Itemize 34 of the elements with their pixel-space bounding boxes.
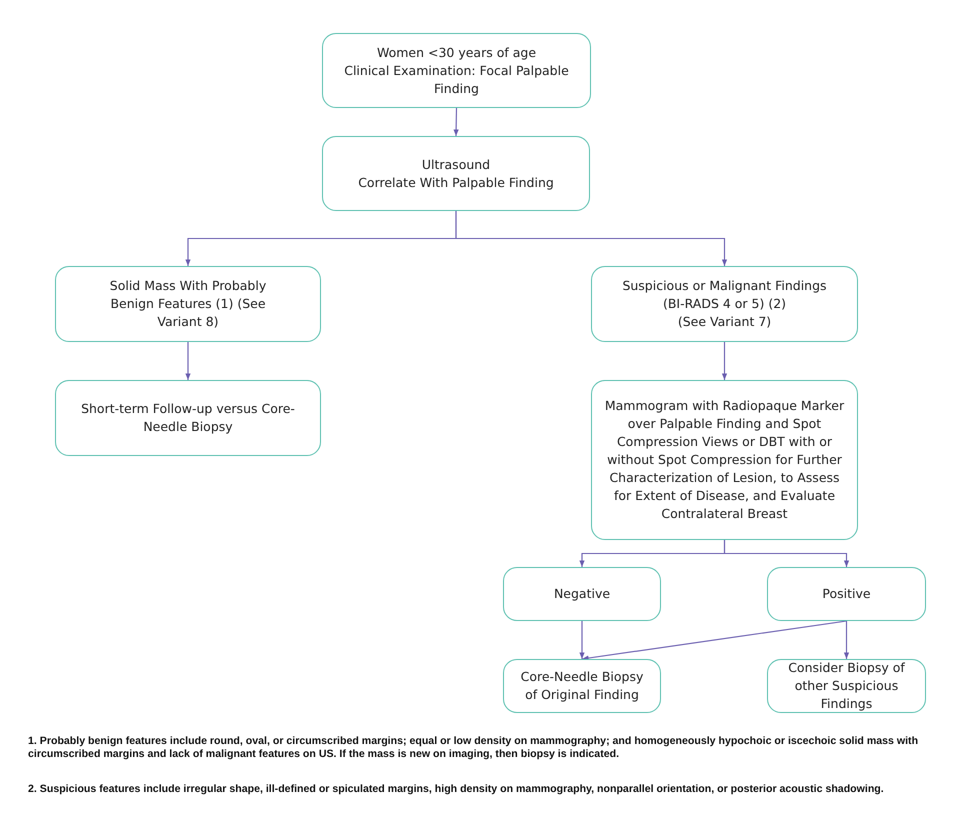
process-box (767, 659, 926, 713)
process-box (591, 266, 858, 342)
process-box (503, 659, 661, 713)
footnote: 1. Probably benign features include round, oval, or circumscribed margins; equal or low density on mammography; and homogeneously hypochoic or iscechoic solid mass with circumscribed margins and lack of malignant features on US. If the mass is new on imaging, then biopsy is indicated. (28, 735, 920, 761)
box-text: Negative (554, 585, 610, 603)
footnote: 2. Suspicious features include irregular shape, ill-defined or spiculated margins, high density on mammography, nonparallel orientation, or posterior acoustic shadowing. (28, 783, 885, 796)
arrow (582, 620, 847, 661)
box-text: Core-Needle Biopsy of Original Finding (520, 668, 644, 704)
process-box (322, 33, 591, 108)
process-box (322, 136, 590, 211)
box-text: Positive (822, 585, 871, 603)
process-box (591, 380, 858, 540)
box-text: (BI-RADS 4 or 5) (2) (662, 295, 786, 313)
box-text: Clinical Examination: Focal Palpable Finding (343, 62, 570, 98)
box-text: Ultrasound (422, 156, 490, 174)
arrow (455, 211, 728, 266)
process-box (503, 567, 661, 621)
box-text: Short-term Follow-up versus Core-Needle Biopsy (80, 400, 296, 436)
box-text: Consider Biopsy of other Suspicious Findings (787, 659, 906, 713)
box-text: Correlate With Palpable Finding (358, 174, 554, 192)
box-text: (See Variant 7) (678, 313, 772, 331)
process-box (767, 567, 926, 621)
process-box (55, 380, 321, 456)
arrow (844, 621, 850, 659)
box-text: Women <30 years of age (376, 44, 536, 62)
arrow (722, 342, 728, 380)
box-text: Suspicious or Malignant Findings (622, 277, 827, 295)
arrow (579, 621, 585, 659)
process-box (55, 266, 321, 342)
arrow (453, 108, 459, 136)
arrow (724, 540, 850, 567)
arrow (185, 342, 191, 380)
box-text: Mammogram with Radiopaque Marker over Palpable Finding and Spot Compression Views or DBT with or without Spot Compression for Further Characterization of Lesion, to Assess for Extent of Disease, and Evaluate Contralateral Breast (604, 397, 846, 523)
box-text: Solid Mass With Probably Benign Features (1) (See Variant 8) (108, 277, 268, 331)
